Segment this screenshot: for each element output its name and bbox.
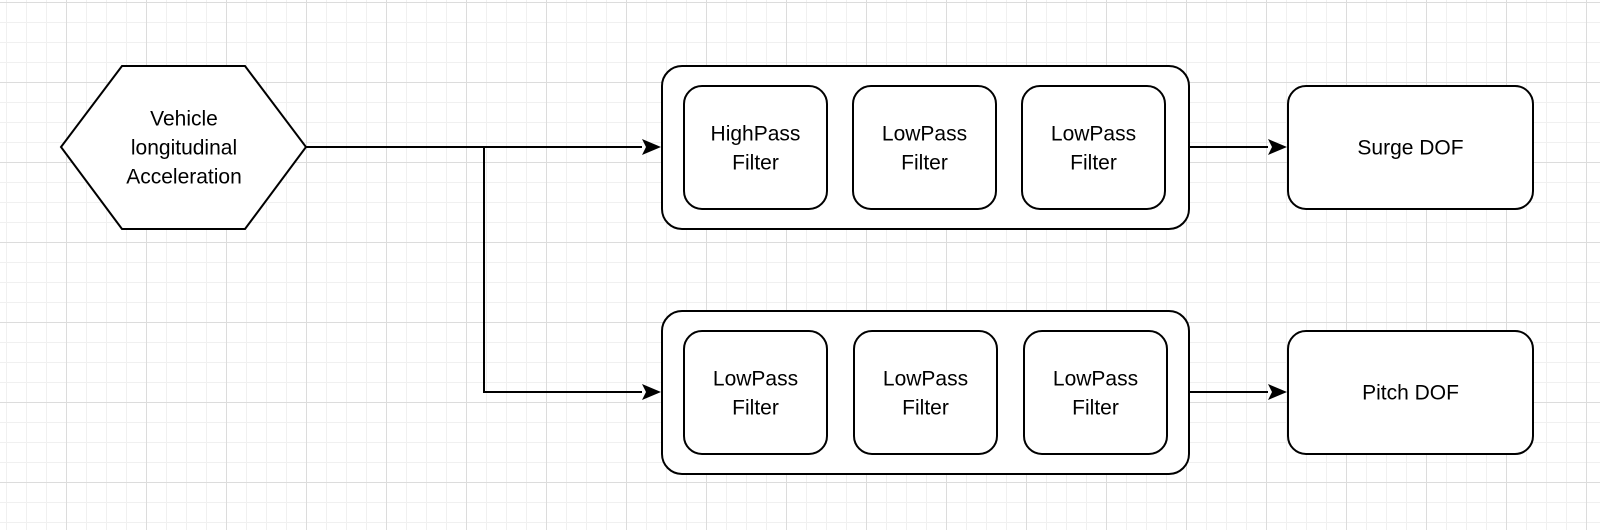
surge-output-box — [1287, 85, 1534, 210]
surge-output-label: Surge DOF — [1357, 137, 1463, 160]
pitch-filter-1-label-line-2: Filter — [732, 397, 779, 420]
surge-filter-3-label-line-1: LowPass — [1051, 123, 1136, 146]
pitch-filter-2-label-line-1: LowPass — [883, 368, 968, 391]
surge-filter-1: HighPass Filter — [683, 85, 828, 210]
pitch-filter-1-box — [683, 330, 828, 455]
source-label-line-3: Acceleration — [126, 166, 242, 189]
pitch-filter-group: LowPass Filter LowPass Filter LowPass Fi… — [661, 310, 1190, 475]
surge-filter-1-label-line-1: HighPass — [711, 123, 801, 146]
surge-filter-1-label-line-2: Filter — [732, 152, 779, 175]
surge-filter-2-box — [852, 85, 997, 210]
arrowhead-pitch-output — [1268, 384, 1287, 400]
surge-filter-3-label-line-2: Filter — [1070, 152, 1117, 175]
pitch-filter-3: LowPass Filter — [1023, 330, 1168, 455]
surge-filter-group: HighPass Filter LowPass Filter LowPass F… — [661, 65, 1190, 230]
source-label-line-2: longitudinal — [131, 137, 237, 160]
arrowhead-surge-output — [1268, 139, 1287, 155]
source-label-line-1: Vehicle — [150, 108, 218, 131]
pitch-filter-1: LowPass Filter — [683, 330, 828, 455]
surge-output-node: Surge DOF — [1287, 85, 1534, 210]
edge-source-to-pitch-group — [483, 147, 642, 393]
pitch-output-box — [1287, 330, 1534, 455]
pitch-filter-3-box — [1023, 330, 1168, 455]
surge-filter-2-label-line-2: Filter — [901, 152, 948, 175]
surge-filter-2: LowPass Filter — [852, 85, 997, 210]
arrowhead-pitch-group — [642, 384, 661, 400]
pitch-filter-3-label-line-2: Filter — [1072, 397, 1119, 420]
pitch-output-label: Pitch DOF — [1362, 382, 1459, 405]
pitch-filter-1-label-line-1: LowPass — [713, 368, 798, 391]
source-node: Vehicle longitudinal Acceleration — [59, 65, 308, 230]
source-hexagon — [59, 65, 308, 230]
surge-filter-3: LowPass Filter — [1021, 85, 1166, 210]
pitch-filter-2-label-line-2: Filter — [902, 397, 949, 420]
surge-filter-3-box — [1021, 85, 1166, 210]
arrowhead-surge-group — [642, 139, 661, 155]
pitch-output-node: Pitch DOF — [1287, 330, 1534, 455]
pitch-filter-2-box — [853, 330, 998, 455]
pitch-filter-3-label-line-1: LowPass — [1053, 368, 1138, 391]
surge-filter-1-box — [683, 85, 828, 210]
surge-filter-2-label-line-1: LowPass — [882, 123, 967, 146]
pitch-filter-2: LowPass Filter — [853, 330, 998, 455]
